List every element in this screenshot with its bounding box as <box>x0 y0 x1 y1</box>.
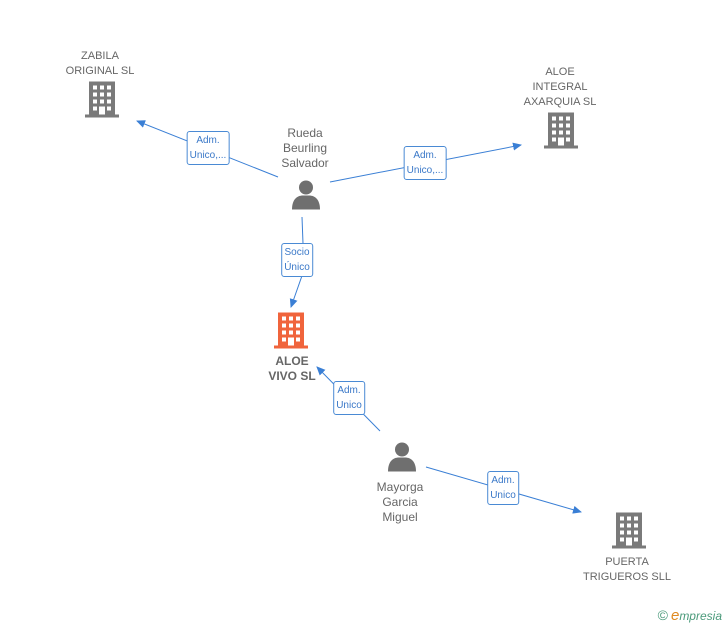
edges <box>136 120 582 514</box>
brand-name: mpresia <box>679 609 722 623</box>
person-label-rueda[interactable]: Rueda Beurling Salvador <box>281 126 329 170</box>
brand-initial: e <box>670 607 680 624</box>
building-icon[interactable] <box>612 512 646 554</box>
company-label-zabila[interactable]: ZABILA ORIGINAL SL <box>65 50 135 77</box>
person-icon[interactable] <box>387 442 417 477</box>
edge-label-mayorga-aloe-vivo[interactable]: Adm. Unico <box>333 381 365 415</box>
person-icon[interactable] <box>291 180 321 215</box>
company-label-aloe-integral[interactable]: ALOE INTEGRAL AXARQUIA SL <box>523 66 597 108</box>
company-label-puerta[interactable]: PUERTA TRIGUEROS SLL <box>582 556 672 583</box>
brand-logo: ©empresia <box>658 607 722 624</box>
building-focus-icon[interactable] <box>274 312 308 354</box>
building-icon[interactable] <box>544 112 578 154</box>
edge-label-rueda-aloe-vivo[interactable]: Socio Único <box>281 243 313 277</box>
company-label-aloe-vivo[interactable]: ALOE VIVO SL <box>268 354 316 383</box>
person-label-mayorga[interactable]: Mayorga Garcia Miguel <box>376 480 424 524</box>
edge-label-rueda-zabila[interactable]: Adm. Unico,... <box>186 131 230 165</box>
copyright-icon: © <box>657 607 668 623</box>
edge-label-mayorga-puerta[interactable]: Adm. Unico <box>487 471 519 505</box>
building-icon[interactable] <box>85 81 119 123</box>
edge-label-rueda-aloe-integral[interactable]: Adm. Unico,... <box>403 146 447 180</box>
